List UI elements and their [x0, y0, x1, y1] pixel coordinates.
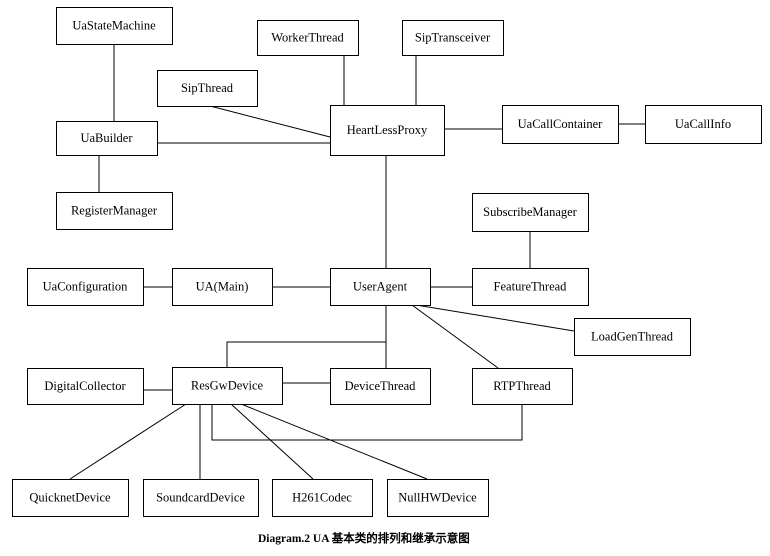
- node-box-QuicknetDevice: [12, 479, 129, 517]
- node-UaConfiguration[interactable]: UaConfiguration: [27, 268, 144, 306]
- node-label-FeatureThread: FeatureThread: [494, 279, 568, 293]
- node-label-HeartLessProxy: HeartLessProxy: [347, 123, 428, 137]
- node-WorkerThread[interactable]: WorkerThread: [257, 20, 359, 56]
- node-box-UaCallContainer: [502, 105, 619, 144]
- edge-UserAgent-to-LoadGenThread: [415, 304, 575, 332]
- node-label-WorkerThread: WorkerThread: [271, 30, 344, 44]
- node-label-UserAgent: UserAgent: [353, 279, 408, 293]
- node-label-UaStateMachine: UaStateMachine: [72, 18, 156, 32]
- node-box-UaCallInfo: [645, 105, 762, 144]
- node-box-UaConfiguration: [27, 268, 144, 306]
- node-box-UaStateMachine: [56, 7, 173, 45]
- node-box-FeatureThread: [472, 268, 589, 306]
- node-NullHWDevice[interactable]: NullHWDevice: [387, 479, 489, 517]
- node-LoadGenThread[interactable]: LoadGenThread: [574, 318, 691, 356]
- node-box-RegisterManager: [56, 192, 173, 230]
- edge-UserAgent-to-RTPThread: [411, 304, 499, 369]
- edge-ResGwDevice-to-QuicknetDevice: [69, 403, 187, 480]
- node-box-WorkerThread: [257, 20, 359, 56]
- node-label-UaBuilder: UaBuilder: [80, 131, 133, 145]
- node-box-DigitalCollector: [27, 368, 144, 405]
- node-SoundcardDevice[interactable]: SoundcardDevice: [143, 479, 259, 517]
- node-RegisterManager[interactable]: RegisterManager: [56, 192, 173, 230]
- edge-UserAgent-to-ResGwDevice: [226, 305, 387, 367]
- node-H261Codec[interactable]: H261Codec: [272, 479, 373, 517]
- node-label-SipThread: SipThread: [181, 81, 234, 95]
- node-RTPThread[interactable]: RTPThread: [472, 368, 573, 405]
- node-UaCallInfo[interactable]: UaCallInfo: [645, 105, 762, 144]
- node-box-UserAgent: [330, 268, 431, 306]
- node-HeartLessProxy[interactable]: HeartLessProxy: [330, 105, 445, 156]
- node-SipThread[interactable]: SipThread: [157, 70, 258, 107]
- node-label-UAMain: UA(Main): [196, 279, 249, 293]
- edge-ResGwDevice-to-NullHWDevice: [240, 403, 428, 480]
- node-DigitalCollector[interactable]: DigitalCollector: [27, 368, 144, 405]
- node-box-HeartLessProxy: [330, 105, 445, 156]
- node-label-SipTransceiver: SipTransceiver: [415, 30, 491, 44]
- node-box-UaBuilder: [56, 121, 158, 156]
- node-label-UaCallInfo: UaCallInfo: [675, 117, 731, 131]
- node-label-UaConfiguration: UaConfiguration: [43, 279, 128, 293]
- node-box-SipTransceiver: [402, 20, 504, 56]
- node-label-SubscribeManager: SubscribeManager: [483, 205, 578, 219]
- node-label-DeviceThread: DeviceThread: [345, 379, 417, 393]
- edge-SipThread-to-HeartLessProxy: [209, 105, 331, 138]
- node-label-SoundcardDevice: SoundcardDevice: [156, 490, 245, 504]
- node-UAMain[interactable]: UA(Main): [172, 268, 273, 306]
- node-box-ResGwDevice: [172, 367, 283, 405]
- node-label-H261Codec: H261Codec: [292, 490, 352, 504]
- node-box-H261Codec: [272, 479, 373, 517]
- edge-RTPThread-to-ResGwDevice: [211, 404, 523, 441]
- node-UaCallContainer[interactable]: UaCallContainer: [502, 105, 619, 144]
- node-UaBuilder[interactable]: UaBuilder: [56, 121, 158, 156]
- node-ResGwDevice[interactable]: ResGwDevice: [172, 367, 283, 405]
- node-UserAgent[interactable]: UserAgent: [330, 268, 431, 306]
- node-QuicknetDevice[interactable]: QuicknetDevice: [12, 479, 129, 517]
- node-box-LoadGenThread: [574, 318, 691, 356]
- node-SubscribeManager[interactable]: SubscribeManager: [472, 193, 589, 232]
- node-label-RegisterManager: RegisterManager: [71, 203, 158, 217]
- node-label-LoadGenThread: LoadGenThread: [591, 329, 674, 343]
- node-box-UAMain: [172, 268, 273, 306]
- node-UaStateMachine[interactable]: UaStateMachine: [56, 7, 173, 45]
- node-box-SoundcardDevice: [143, 479, 259, 517]
- node-label-NullHWDevice: NullHWDevice: [398, 490, 477, 504]
- node-label-ResGwDevice: ResGwDevice: [191, 378, 264, 392]
- node-box-NullHWDevice: [387, 479, 489, 517]
- node-box-RTPThread: [472, 368, 573, 405]
- node-label-QuicknetDevice: QuicknetDevice: [29, 490, 111, 504]
- node-label-DigitalCollector: DigitalCollector: [44, 379, 126, 393]
- node-SipTransceiver[interactable]: SipTransceiver: [402, 20, 504, 56]
- node-FeatureThread[interactable]: FeatureThread: [472, 268, 589, 306]
- node-label-UaCallContainer: UaCallContainer: [518, 117, 604, 131]
- node-DeviceThread[interactable]: DeviceThread: [330, 368, 431, 405]
- figure-caption: Diagram.2 UA 基本类的排列和继承示意图: [258, 533, 470, 545]
- node-label-RTPThread: RTPThread: [493, 379, 551, 393]
- edge-ResGwDevice-to-H261Codec: [230, 403, 314, 480]
- node-box-SipThread: [157, 70, 258, 107]
- edge-layer: [69, 44, 645, 480]
- node-box-SubscribeManager: [472, 193, 589, 232]
- node-box-DeviceThread: [330, 368, 431, 405]
